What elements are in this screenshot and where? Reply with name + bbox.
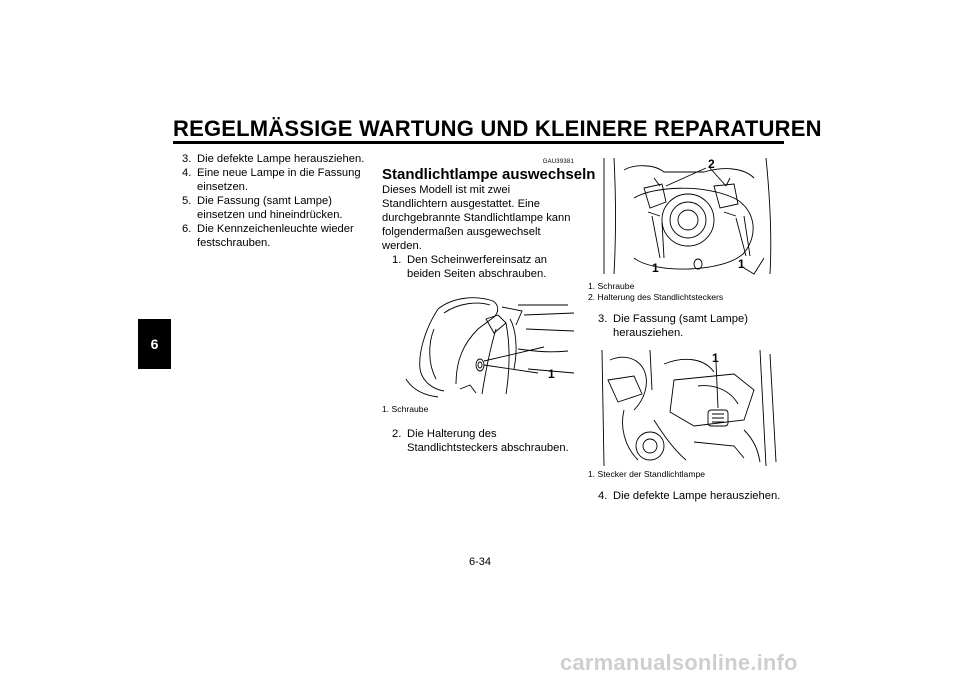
figure-caption: 1. Stecker der Standlichtlampe	[588, 469, 706, 479]
step-text: Die defekte Lampe herausziehen.	[613, 490, 781, 502]
reference-code: GAU39381	[542, 159, 574, 165]
step-text: Die Fassung (samt Lampe) einsetzen und h…	[197, 195, 343, 221]
watermark: carmanualsonline.info	[560, 650, 798, 675]
step-text: Die Kennzeichenleuchte wieder festschrau…	[197, 223, 354, 249]
step-number: 4.	[598, 490, 608, 502]
step-text: Die defekte Lampe herausziehen.	[197, 153, 365, 165]
header-rule	[173, 141, 784, 144]
step-number: 3.	[598, 313, 608, 325]
step-number: 1.	[392, 254, 402, 266]
step-text: Eine neue Lampe in die Fassung einsetzen…	[197, 167, 361, 193]
figure-callout: 1	[548, 367, 555, 381]
step-number: 3.	[182, 153, 192, 165]
column-left: 3. Die defekte Lampe herausziehen. 4. Eine…	[182, 152, 370, 250]
figure-caption: 1. Schraube	[588, 281, 635, 291]
list-item: 6. Die Kennzeichenleuchte wieder festschr…	[182, 222, 370, 250]
list-item: 3. Die defekte Lampe herausziehen.	[182, 152, 370, 166]
figure-callout: 1	[652, 261, 659, 275]
page-number: 6-34	[468, 556, 492, 568]
step-list: 1. Den Scheinwerfereinsatz an beiden Seit…	[382, 253, 574, 281]
column-middle: GAU39381 Standlichtlampe auswechseln Die…	[382, 158, 596, 455]
list-item: 2. Die Halterung des Standlichtsteckers a…	[392, 427, 574, 455]
list-item: 4. Die defekte Lampe herausziehen.	[598, 489, 784, 503]
figure-caption: 2. Halterung des Standlichtsteckers	[588, 292, 724, 302]
lamp-connector-illustration: 1	[601, 350, 777, 466]
headlight-illustration: 1	[405, 297, 574, 398]
step-list: 2. Die Halterung des Standlichtsteckers a…	[382, 427, 574, 455]
figure-callout: 1	[738, 257, 745, 271]
page-title: REGELMÄSSIGE WARTUNG UND KLEINERE REPARA…	[173, 116, 822, 141]
lamp-holder-illustration: 2 1 1	[603, 158, 772, 275]
figure-callout: 1	[712, 351, 719, 365]
list-item: 1. Den Scheinwerfereinsatz an beiden Seit…	[392, 253, 574, 281]
step-list: 3. Die Fassung (samt Lampe) herausziehen.	[588, 312, 784, 340]
figure-callout: 2	[708, 158, 715, 171]
figure-caption: 1. Schraube	[382, 404, 429, 414]
step-list: 4. Die defekte Lampe herausziehen.	[588, 489, 784, 503]
step-text: Die Halterung des Standlichtsteckers abs…	[407, 428, 569, 454]
step-number: 4.	[182, 167, 192, 179]
intro-text: Dieses Modell ist mit zwei Standlichtern…	[382, 184, 571, 252]
step-number: 2.	[392, 428, 402, 440]
step-text: Den Scheinwerfereinsatz an beiden Seiten…	[407, 254, 547, 280]
list-item: 4. Eine neue Lampe in die Fassung einsetz…	[182, 166, 370, 194]
step-number: 6.	[182, 223, 192, 235]
step-number: 5.	[182, 195, 192, 207]
chapter-tab: 6	[138, 319, 171, 369]
list-item: 3. Die Fassung (samt Lampe) herausziehen.	[598, 312, 784, 340]
section-heading: Standlichtlampe auswechseln	[382, 166, 596, 183]
list-item: 5. Die Fassung (samt Lampe) einsetzen und…	[182, 194, 370, 222]
column-right: 2 1 1 1. Schraube 2. Halterung des Stand…	[588, 158, 784, 503]
step-text: Die Fassung (samt Lampe) herausziehen.	[613, 313, 748, 339]
step-list: 3. Die defekte Lampe herausziehen. 4. Eine…	[182, 152, 370, 250]
